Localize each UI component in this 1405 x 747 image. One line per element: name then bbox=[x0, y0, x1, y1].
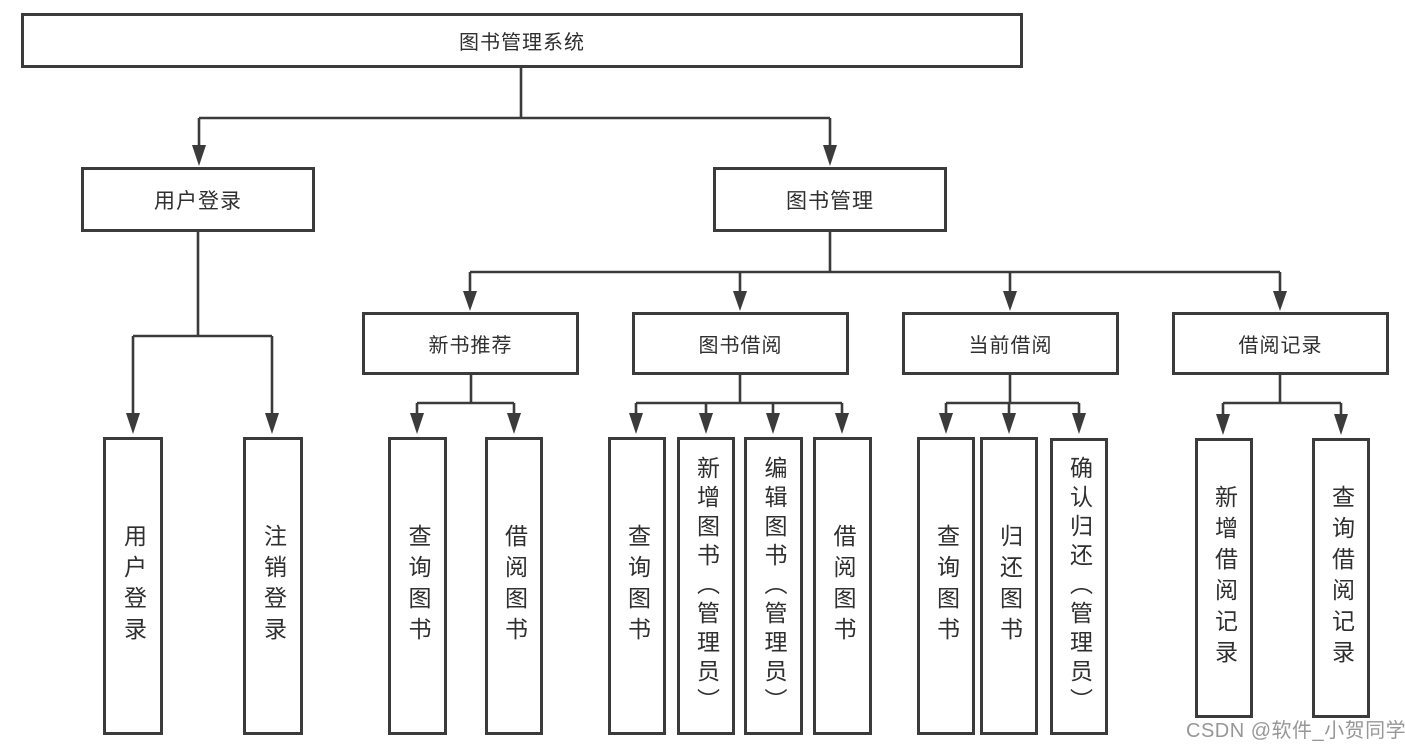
leaf-label: 借阅图书 bbox=[501, 524, 528, 648]
node-new-book-recommendation: 新书推荐 bbox=[362, 312, 579, 375]
leaf-query-books-3: 查询图书 bbox=[917, 437, 975, 735]
node-book-borrowing: 图书借阅 bbox=[632, 312, 849, 375]
node-label: 新书推荐 bbox=[428, 335, 513, 357]
leaf-label: 借阅图书 bbox=[830, 524, 856, 648]
leaf-edit-books-admin: 编辑图书（管理员） bbox=[744, 437, 803, 735]
node-label: 图书管理 bbox=[786, 189, 874, 213]
node-current-borrowing: 当前借阅 bbox=[902, 312, 1119, 375]
leaf-user-login: 用户登录 bbox=[103, 437, 163, 735]
leaf-label: 确认归还（管理员） bbox=[1066, 456, 1093, 717]
node-label: 借阅记录 bbox=[1238, 335, 1323, 357]
leaf-label: 查询借阅记录 bbox=[1328, 485, 1355, 671]
leaf-confirm-return-admin: 确认归还（管理员） bbox=[1050, 438, 1108, 735]
node-label: 用户登录 bbox=[154, 189, 242, 213]
leaf-label: 归还图书 bbox=[996, 524, 1023, 648]
watermark: CSDN @软件_小贺同学 bbox=[1186, 720, 1405, 742]
leaf-query-books-1: 查询图书 bbox=[388, 437, 447, 735]
leaf-query-borrow-record: 查询借阅记录 bbox=[1312, 438, 1370, 718]
node-borrowing-records: 借阅记录 bbox=[1172, 312, 1389, 375]
leaf-add-borrow-record: 新增借阅记录 bbox=[1195, 438, 1253, 718]
leaf-label: 新增图书（管理员） bbox=[693, 455, 720, 717]
leaf-label: 查询图书 bbox=[624, 524, 651, 648]
node-label: 当前借阅 bbox=[968, 335, 1053, 357]
leaf-label: 查询图书 bbox=[933, 524, 960, 648]
leaf-return-books: 归还图书 bbox=[980, 437, 1038, 735]
node-user-login: 用户登录 bbox=[81, 167, 315, 232]
arrowhead-icons bbox=[126, 145, 1348, 435]
node-label: 图书借阅 bbox=[698, 335, 783, 357]
leaf-label: 注销登录 bbox=[260, 524, 287, 648]
leaf-query-books-2: 查询图书 bbox=[608, 437, 666, 735]
leaf-borrow-books-1: 借阅图书 bbox=[485, 437, 543, 735]
leaf-borrow-books-2: 借阅图书 bbox=[813, 437, 872, 735]
node-book-management: 图书管理 bbox=[713, 167, 947, 232]
node-library-management-system: 图书管理系统 bbox=[21, 13, 1023, 68]
leaf-logout: 注销登录 bbox=[243, 437, 303, 735]
leaf-label: 新增借阅记录 bbox=[1211, 485, 1238, 671]
leaf-label: 编辑图书（管理员） bbox=[761, 455, 787, 717]
leaf-label: 用户登录 bbox=[120, 524, 147, 648]
leaf-label: 查询图书 bbox=[405, 524, 431, 648]
leaf-add-books-admin: 新增图书（管理员） bbox=[677, 437, 735, 735]
root-label: 图书管理系统 bbox=[459, 32, 585, 54]
